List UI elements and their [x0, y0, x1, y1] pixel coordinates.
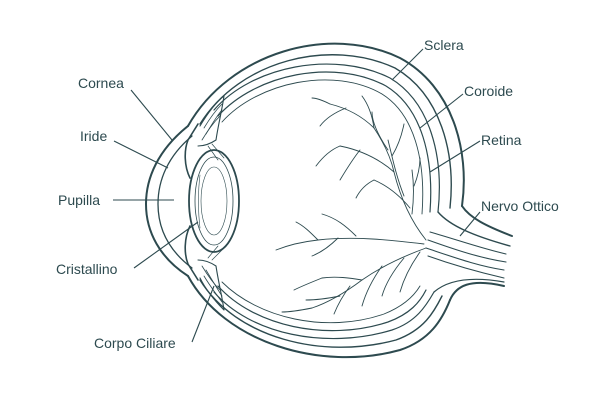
corpo-ciliare-leader [191, 285, 215, 343]
label-pupilla: Pupilla [58, 192, 100, 208]
iride-leader [113, 140, 169, 169]
retina-shape [221, 79, 424, 324]
choroid-shape [213, 63, 440, 340]
label-iride: Iride [80, 128, 107, 144]
label-cristallino: Cristallino [56, 261, 118, 277]
label-retina: Retina [481, 132, 522, 148]
label-sclera: Sclera [424, 37, 464, 53]
coroide-leader [419, 93, 464, 129]
cristallino-leader [133, 221, 199, 269]
leader-lines [113, 48, 481, 343]
labels: Cornea Iride Pupilla Cristallino Corpo C… [56, 37, 559, 351]
cornea-leader [130, 89, 173, 141]
label-nervo-ottico: Nervo Ottico [481, 198, 559, 214]
retina-leader [429, 140, 481, 173]
cornea-shape [145, 125, 193, 277]
lens-shape [188, 149, 240, 253]
label-corpo-ciliare: Corpo Ciliare [94, 335, 176, 351]
zonule-fibres [207, 143, 225, 261]
label-coroide: Coroide [464, 83, 513, 99]
ciliary-body-shape [197, 95, 225, 311]
optic-nerve-shape [425, 205, 513, 301]
sclera-shape [187, 42, 465, 359]
sclera-leader [391, 48, 424, 81]
iris-shape [184, 123, 199, 281]
retinal-vessels [275, 95, 427, 315]
nervo-ottico-leader [459, 211, 481, 237]
label-cornea: Cornea [78, 75, 124, 91]
